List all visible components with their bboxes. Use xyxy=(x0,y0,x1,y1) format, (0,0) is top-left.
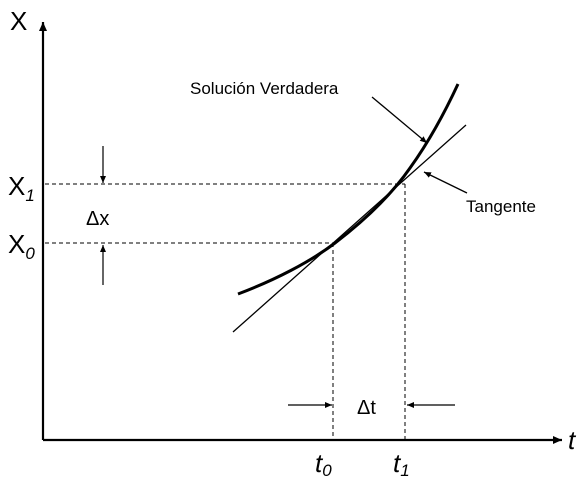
tangent-label: Tangente xyxy=(466,197,536,216)
y-axis-label: X xyxy=(10,6,27,36)
delta-t-label: Δt xyxy=(357,397,376,419)
tangent-pointer xyxy=(423,171,468,194)
delta-x-label: Δx xyxy=(86,208,109,230)
t0-label: t0 xyxy=(315,448,332,478)
tangent-line xyxy=(232,124,467,333)
x-axis-label: t xyxy=(568,425,577,455)
true-solution-curve xyxy=(237,83,460,296)
x0-label: X0 xyxy=(8,229,35,263)
t1-label: t1 xyxy=(393,448,410,478)
true-solution-pointer xyxy=(371,96,428,144)
x1-label: X1 xyxy=(8,171,35,205)
true-solution-label: Solución Verdadera xyxy=(190,79,339,98)
